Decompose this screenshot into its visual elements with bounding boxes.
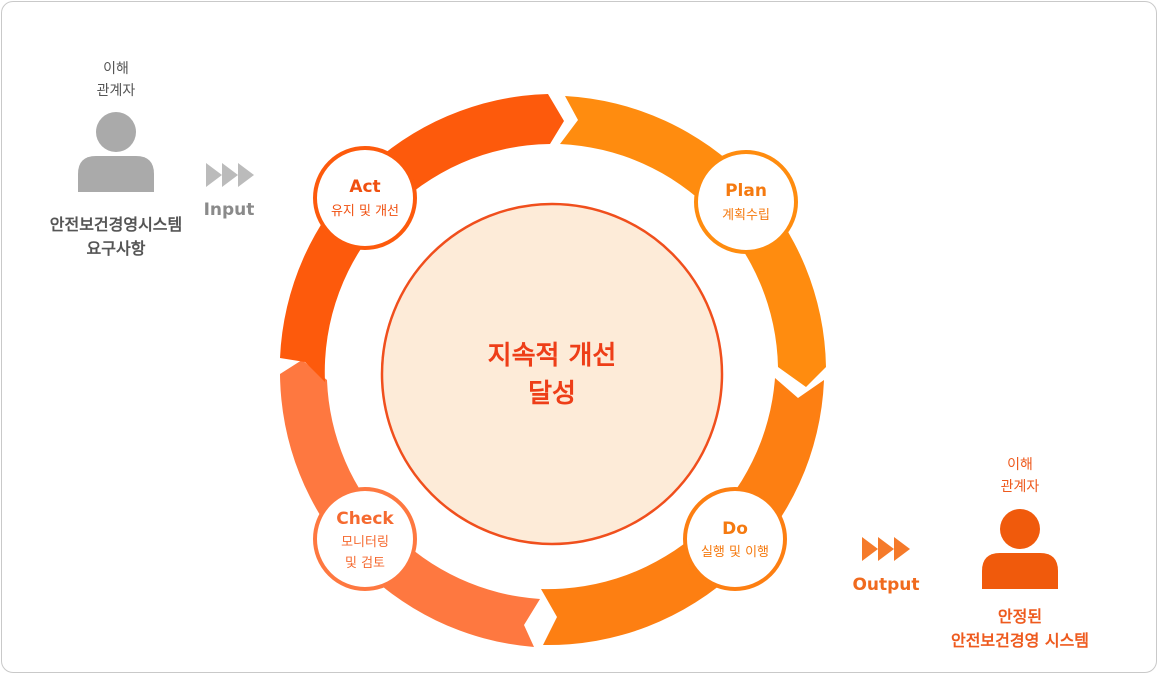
stage-plan-circle [694, 150, 798, 254]
stage-do: Do 실행 및 이행 [683, 487, 787, 591]
output-stakeholder-line1: 이해 [1007, 457, 1033, 473]
input-stakeholder-label: 이해 관계자 [80, 58, 152, 102]
input-stakeholder-line1: 이해 [103, 61, 129, 77]
output-result-line2: 안전보건경영 시스템 [950, 631, 1090, 650]
stage-plan-desc: 계획수립 [722, 208, 770, 223]
output-stakeholder-line2: 관계자 [1000, 479, 1040, 495]
stage-plan: Plan 계획수립 [694, 150, 798, 254]
stage-plan-title: Plan [725, 181, 767, 201]
center-circle [380, 202, 724, 546]
stage-check-circle [313, 487, 417, 591]
stage-act-title: Act [349, 177, 380, 197]
output-person-icon [982, 509, 1058, 589]
stage-do-desc: 실행 및 이행 [701, 544, 769, 560]
input-requirement-label: 안전보건경영시스템 요구사항 [20, 213, 212, 261]
stage-act-desc: 유지 및 개선 [331, 204, 399, 219]
stage-check-desc2: 및 검토 [345, 556, 385, 571]
input-person-icon [78, 112, 154, 192]
input-triple-arrow-icon [206, 163, 254, 187]
stage-check-title: Check [336, 509, 394, 529]
output-stakeholder-label: 이해 관계자 [984, 454, 1056, 498]
output-result-line1: 안정된 [997, 607, 1043, 626]
center-line1: 지속적 개선 [488, 341, 617, 371]
stage-act: Act 유지 및 개선 [313, 146, 417, 250]
output-result-label: 안정된 안전보건경영 시스템 [920, 605, 1120, 653]
input-stakeholder-line2: 관계자 [96, 83, 136, 99]
input-arrow-label: Input [203, 200, 255, 220]
output-arrow-label: Output [852, 575, 920, 595]
stage-act-circle [313, 146, 417, 250]
output-triple-arrow-icon [862, 537, 910, 561]
input-requirement-line2: 요구사항 [86, 239, 146, 258]
stage-check-desc1: 모니터링 [341, 535, 389, 550]
stage-do-circle [683, 487, 787, 591]
center-line2: 달성 [528, 379, 576, 409]
stage-do-title: Do [722, 519, 748, 539]
stage-check: Check 모니터링 및 검토 [313, 487, 417, 591]
input-requirement-line1: 안전보건경영시스템 [49, 215, 183, 234]
